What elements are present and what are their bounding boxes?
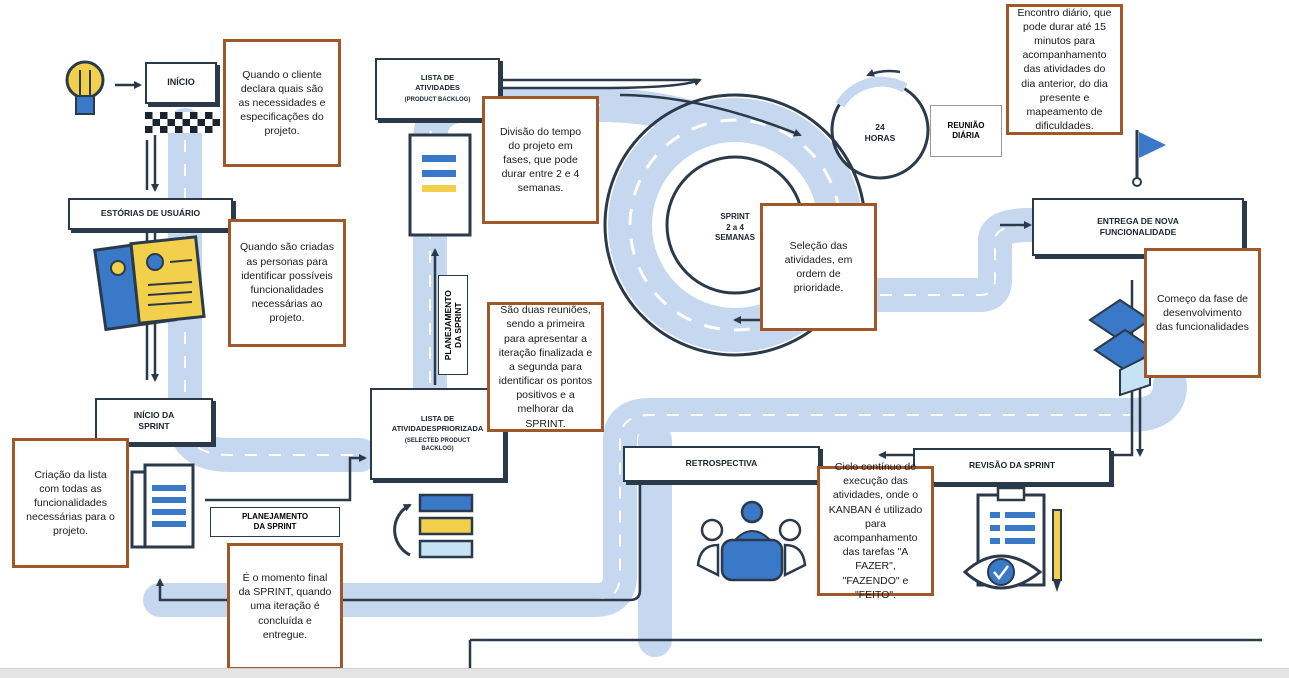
note-encontro-text: Encontro diário, que pode durar até 15 m… [1017,6,1112,133]
label-revisao-text: REVISÃO DA SPRINT [968,460,1056,471]
label-planejamento-h-text-2: DA SPRINT [253,522,297,531]
blue-flag-icon [1132,130,1166,187]
stacked-tasks-icon [393,493,474,559]
note-lista: Criação da lista com todas as funcionali… [12,438,129,568]
label-entrega: ENTREGA DE NOVA FUNCIONALIDADE [1032,198,1244,256]
label-reuniao-text-2: DIÁRIA [952,131,980,140]
note-encontro: Encontro diário, que pode durar até 15 m… [1006,4,1123,135]
label-lista-atividades-text-1: LISTA DE [420,73,455,83]
label-planejamento-vertical: PLANEJAMENTO DA SPRINT [438,275,468,375]
label-retrospectiva: RETROSPECTIVA [623,446,820,482]
note-inicio: Quando o cliente declara quais são as ne… [223,39,341,167]
label-lista-priorizada-sub-2: BACKLOG) [421,445,454,452]
label-entrega-text-1: ENTREGA DE NOVA [1097,215,1179,226]
note-estorias-text: Quando são criadas as personas para iden… [240,241,334,325]
label-sprint: SPRINT 2 a 4 SEMANAS [690,198,780,258]
label-revisao: REVISÃO DA SPRINT [913,448,1111,484]
label-inicio-text: INÍCIO [167,77,195,88]
note-estorias: Quando são criadas as personas para iden… [228,219,346,347]
label-lista-priorizada-text-1: LISTA DE [420,414,455,424]
label-estorias-text: ESTÓRIAS DE USUÁRIO [100,208,201,219]
label-inicio: INÍCIO [145,62,217,104]
team-meeting-icon [696,500,807,582]
label-planejamento-horizontal: PLANEJAMENTO DA SPRINT [210,507,340,537]
label-lista-atividades-text-2: ATIVIDADES [415,83,460,93]
label-horas-text: HORAS [864,133,896,143]
note-selecao: Seleção das atividades, em ordem de prio… [760,203,877,331]
label-inicio-sprint-text-1: INÍCIO DA [133,409,175,420]
backlog-list-icon [408,133,472,237]
boxes-icon [1088,298,1157,397]
clipboard-review-icon [962,486,1062,592]
connectors [115,69,1262,668]
label-planejamento-h-text-1: PLANEJAMENTO [241,512,309,522]
note-ciclo-text: Ciclo contínuo de execução das atividade… [828,461,923,601]
label-estorias: ESTÓRIAS DE USUÁRIO [68,198,233,230]
note-divisao: Divisão do tempo do projeto em fases, qu… [482,96,599,224]
lightbulb-icon [65,60,105,115]
bottom-scrollbar[interactable] [0,668,1289,678]
note-lista-text: Criação da lista com todas as funcionali… [26,468,115,538]
label-lista-priorizada-sub-1: (SELECTED PRODUCT [404,437,471,444]
label-lista-priorizada: LISTA DE ATIVIDADESPRIORIZADA (SELECTED … [370,388,505,480]
label-lista-atividades-sub: (PRODUCT BACKLOG) [404,96,471,103]
label-retrospectiva-text: RETROSPECTIVA [685,458,758,469]
note-selecao-text: Seleção das atividades, em ordem de prio… [784,239,853,295]
note-final: É o momento final da SPRINT, quando uma … [227,543,343,670]
label-planejamento-v-text-2: DA SPRINT [453,302,463,348]
label-reuniao-diaria: REUNIÃO DIÁRIA [930,105,1002,157]
note-reunioes-text: São duas reuniões, sendo a primeira para… [498,304,593,430]
note-ciclo: Ciclo contínuo de execução das atividade… [817,461,934,601]
label-sprint-text-1: SPRINT [720,211,750,221]
note-reunioes: São duas reuniões, sendo a primeira para… [487,302,604,432]
label-24-text: 24 [875,121,885,132]
persona-cards-icon [93,235,206,332]
note-comeco: Começo da fase de desenvolvimento das fu… [1144,248,1261,378]
label-reuniao-text-1: REUNIÃO [947,121,985,131]
checkered-flag-icon [145,112,220,133]
note-divisao-text: Divisão do tempo do projeto em fases, qu… [499,125,582,195]
note-comeco-text: Começo da fase de desenvolvimento das fu… [1156,292,1249,334]
label-inicio-sprint: INÍCIO DA SPRINT [95,398,213,444]
note-final-text: É o momento final da SPRINT, quando uma … [238,572,332,641]
label-sprint-text-2: 2 a 4 [726,222,744,232]
label-inicio-sprint-text-2: SPRINT [138,421,170,431]
label-lista-atividades: LISTA DE ATIVIDADES (PRODUCT BACKLOG) [375,58,500,120]
label-lista-priorizada-text-2: ATIVIDADESPRIORIZADA [391,424,484,434]
label-planejamento-v-text-1: PLANEJAMENTO [442,289,453,361]
daily-loop [830,76,930,180]
label-24-horas: 24 HORAS [845,118,915,148]
label-entrega-text-2: FUNCIONALIDADE [1099,227,1177,237]
label-sprint-text-3: SEMANAS [714,233,755,243]
document-icon [130,463,195,549]
note-inicio-text: Quando o cliente declara quais são as ne… [238,68,326,138]
